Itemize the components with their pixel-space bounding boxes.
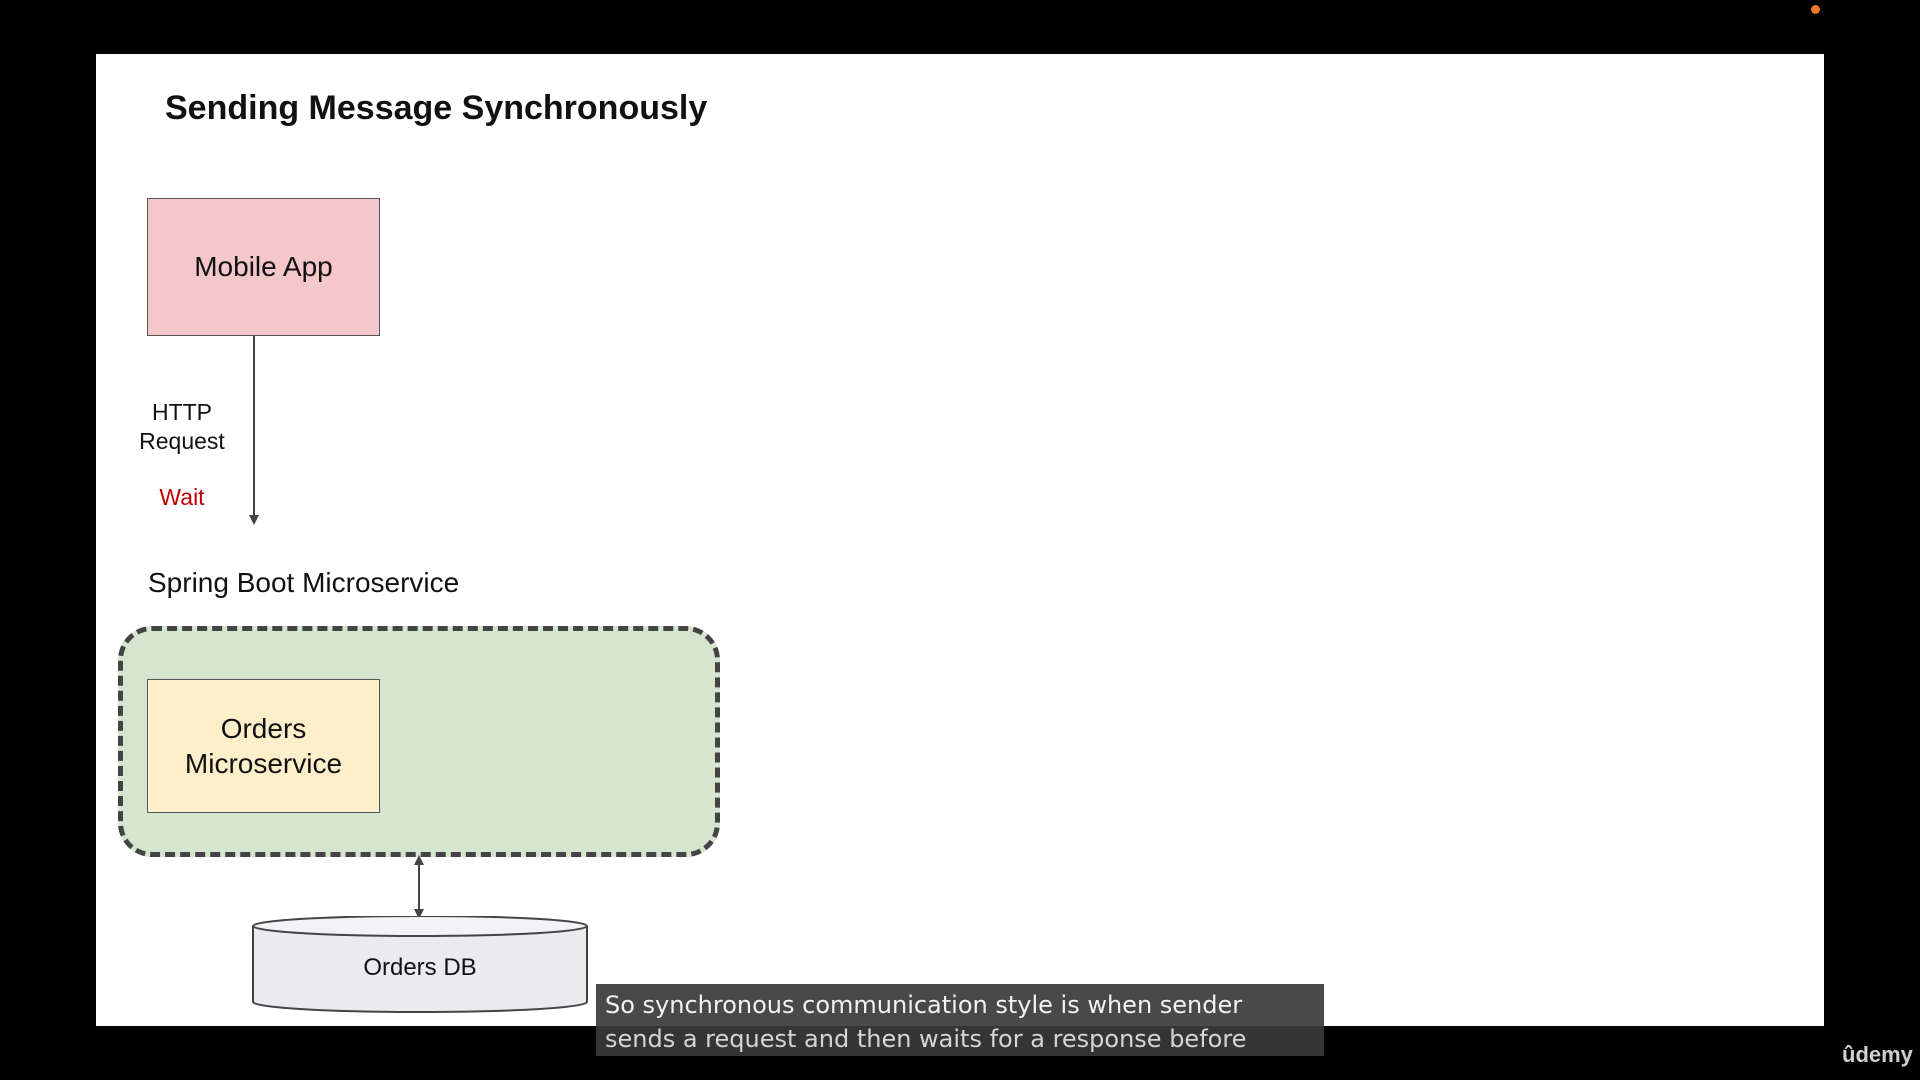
- mobile-app-label: Mobile App: [194, 251, 333, 282]
- spring-boot-label: Spring Boot Microservice: [148, 567, 460, 598]
- http-request-label: HTTP Request: [122, 398, 242, 456]
- caption-line1: So synchronous communication style is wh…: [605, 991, 1243, 1019]
- connector-arrows: [249, 336, 424, 919]
- caption-line2: sends a request and then waits for a res…: [605, 1025, 1247, 1053]
- http-request-line2: Request: [139, 428, 225, 454]
- orders-microservice-box: Orders Microservice: [147, 679, 380, 813]
- udemy-logo: ûdemy: [1842, 1042, 1913, 1067]
- wait-label: Wait: [159, 484, 205, 510]
- orders-db-label: Orders DB: [363, 954, 477, 981]
- orders-ms-line2: Microservice: [184, 748, 343, 779]
- mobile-app-box: Mobile App: [147, 198, 380, 336]
- recording-indicator-dot: [1811, 5, 1820, 14]
- slide-canvas: Sending Message Synchronously Mobile App…: [96, 54, 1824, 1026]
- orders-ms-line1: Orders: [220, 713, 307, 744]
- http-request-line1: HTTP: [151, 399, 213, 425]
- database-cylinder-icon: [252, 916, 588, 1013]
- subtitle-caption: So synchronous communication style is wh…: [596, 984, 1324, 1056]
- slide-title: Sending Message Synchronously: [165, 89, 708, 127]
